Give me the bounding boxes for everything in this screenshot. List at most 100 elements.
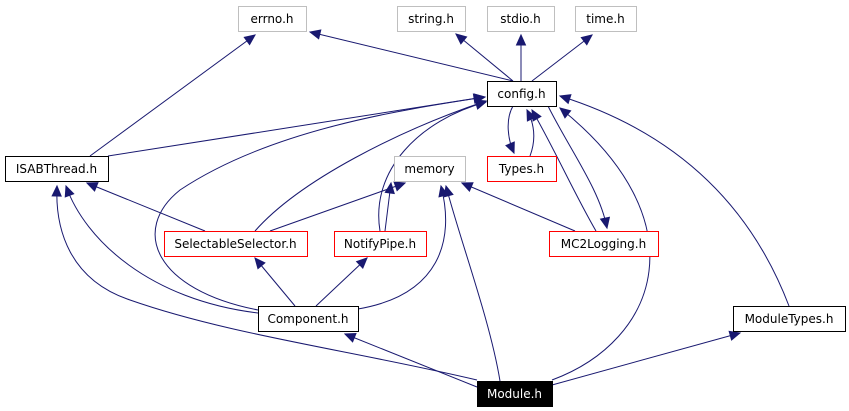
edge-line [154, 96, 486, 311]
edge-line [56, 185, 478, 381]
edges-layer [51, 29, 790, 388]
arrowhead [515, 33, 527, 46]
edge-module-isab [51, 184, 478, 381]
arrowhead [505, 141, 515, 155]
edge-line [531, 109, 597, 232]
edge-selsel-memory [269, 181, 407, 232]
node-component[interactable]: Component.h [258, 306, 359, 332]
node-label: errno.h [251, 12, 294, 26]
node-label: ISABThread.h [16, 162, 97, 176]
arrowhead [393, 181, 407, 192]
node-box [733, 306, 846, 332]
edge-line [559, 95, 790, 307]
arrowhead [599, 216, 611, 230]
edge-line [357, 185, 447, 310]
node-memory[interactable]: memory [394, 156, 466, 182]
edge-notify-memory [384, 181, 395, 232]
node-selsel[interactable]: SelectableSelector.h [164, 231, 308, 257]
node-string[interactable]: string.h [397, 6, 466, 32]
node-box [487, 6, 555, 32]
arrowhead [343, 333, 357, 343]
node-module[interactable]: Module.h [477, 381, 553, 407]
arrowhead [384, 181, 395, 195]
node-box [477, 381, 553, 407]
node-box [397, 6, 466, 32]
edge-line [551, 332, 741, 386]
edge-module-modtypes [551, 330, 742, 386]
node-box [549, 231, 659, 257]
edge-line [378, 101, 487, 232]
edge-isab-errno [89, 34, 256, 157]
edge-line [315, 257, 368, 307]
node-label: Module.h [487, 387, 542, 401]
edge-config-time [531, 34, 593, 82]
node-box [334, 231, 427, 257]
edge-module-memory [443, 184, 501, 382]
node-config[interactable]: config.h [487, 81, 557, 107]
edge-module-component [343, 333, 478, 388]
arrowhead [443, 184, 454, 198]
nodes-layer: errno.h string.h stdio.h time.h config.hISAB… [5, 6, 846, 407]
node-label: MC2Logging.h [561, 237, 646, 251]
edge-line [254, 100, 487, 232]
arrowhead [558, 94, 572, 105]
edge-component-selsel [254, 257, 296, 307]
node-label: Component.h [267, 312, 348, 326]
node-modtypes[interactable]: ModuleTypes.h [733, 306, 846, 332]
edge-line [455, 33, 514, 82]
node-label: memory [404, 162, 454, 176]
edge-config-types [505, 105, 515, 155]
node-label: time.h [586, 12, 625, 26]
arrowhead [559, 107, 572, 119]
edge-mc2-config [531, 108, 597, 232]
node-types[interactable]: Types.h [487, 156, 557, 182]
edge-modtypes-config [558, 94, 790, 307]
node-label: Types.h [498, 162, 544, 176]
node-label: ModuleTypes.h [745, 312, 834, 326]
edge-line [89, 34, 256, 157]
node-isab[interactable]: ISABThread.h [5, 156, 109, 182]
edge-line [551, 107, 651, 381]
arrowhead [460, 182, 474, 192]
edge-component-notify [315, 257, 368, 307]
arrowhead [85, 182, 99, 192]
edge-line [445, 185, 501, 382]
node-errno[interactable]: errno.h [238, 6, 307, 32]
node-stdio[interactable]: stdio.h [487, 6, 555, 32]
edge-line [461, 182, 576, 232]
node-box [394, 156, 466, 182]
arrowhead [531, 108, 542, 122]
edge-line [86, 182, 206, 232]
edge-line [344, 333, 478, 388]
node-box [487, 156, 557, 182]
edge-line [547, 105, 608, 229]
edge-mc2-memory [460, 182, 576, 232]
node-label: stdio.h [500, 12, 540, 26]
arrowhead [455, 33, 468, 45]
edge-module-config [551, 107, 651, 381]
edge-component-isab [64, 184, 259, 314]
edge-line [65, 185, 259, 314]
arrowhead [473, 93, 487, 104]
node-label: string.h [408, 12, 454, 26]
node-box [164, 231, 308, 257]
edge-component-config [154, 93, 487, 311]
node-box [258, 306, 359, 332]
node-label: NotifyPipe.h [344, 237, 416, 251]
edge-selsel-isab [85, 182, 206, 232]
arrowhead [355, 257, 368, 270]
edge-config-mc2 [547, 105, 611, 230]
node-label: config.h [497, 87, 545, 101]
arrowhead [243, 34, 256, 46]
node-time[interactable]: time.h [575, 6, 637, 32]
edge-line [531, 34, 593, 82]
node-box [238, 6, 307, 32]
arrowhead [526, 108, 537, 122]
node-mc2[interactable]: MC2Logging.h [549, 231, 659, 257]
arrowhead [254, 257, 266, 270]
arrowhead [474, 99, 488, 110]
arrowhead [51, 184, 62, 197]
node-notify[interactable]: NotifyPipe.h [334, 231, 427, 257]
